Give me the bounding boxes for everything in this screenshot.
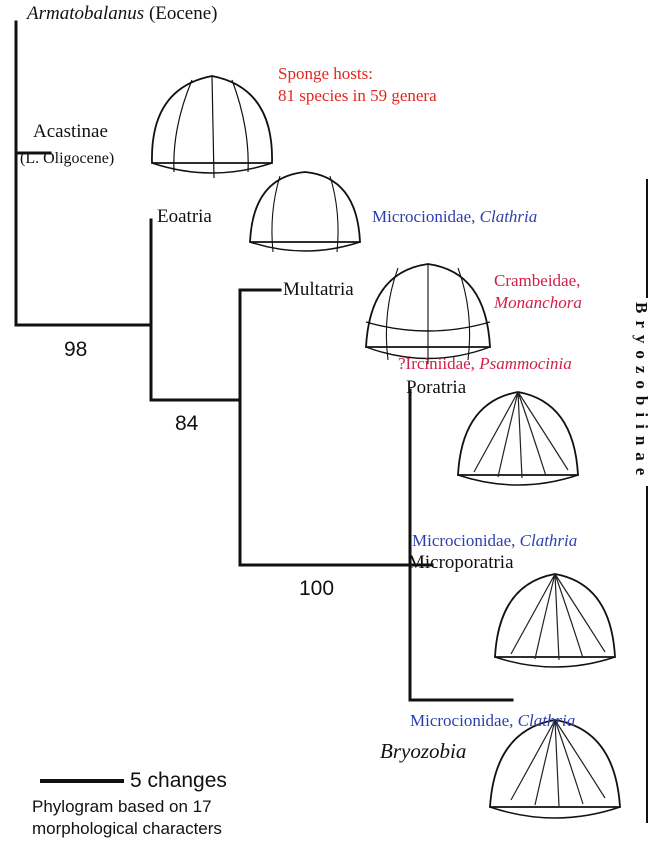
host-poratria-family: ?Irciniidae,: [398, 354, 475, 373]
host-poratria: ?Irciniidae, Psammocinia: [398, 355, 572, 374]
host-microporatria-family: Microcionidae,: [412, 531, 515, 550]
barnacle-shell-drawing-multatria: [366, 264, 490, 364]
barnacle-shell-drawing-bryozobia: [490, 720, 620, 818]
taxon-acastinae-age: (L. Oligocene): [20, 150, 114, 168]
taxon-microporatria: Microporatria: [408, 553, 514, 574]
host-eoatria-genus: Clathria: [480, 207, 538, 226]
taxon-armatobalanus-age: (Eocene): [149, 3, 218, 24]
barnacle-shell-drawing-acastinae: [152, 76, 272, 178]
taxon-multatria: Multatria: [283, 280, 354, 301]
host-eoatria-family: Microcionidae,: [372, 207, 475, 226]
host-multatria-family: Crambeidae,: [494, 272, 580, 291]
taxon-poratria: Poratria: [406, 378, 466, 399]
barnacle-shell-drawing-microporatria: [495, 574, 615, 667]
caption-line2: morphological characters: [32, 820, 222, 839]
barnacle-shell-drawing-eoatria: [250, 172, 360, 252]
host-poratria-genus: Psammocinia: [479, 354, 572, 373]
host-summary-line1: Sponge hosts:: [278, 65, 373, 84]
host-summary-line2: 81 species in 59 genera: [278, 87, 437, 106]
host-eoatria: Microcionidae, Clathria: [372, 208, 537, 227]
support-value-100: 100: [299, 577, 334, 600]
scale-bar-label: 5 changes: [130, 769, 227, 792]
support-value-84: 84: [175, 412, 198, 435]
taxon-bryozobia: Bryozobia: [380, 740, 466, 763]
host-multatria-genus: Monanchora: [494, 294, 582, 313]
support-value-98: 98: [64, 338, 87, 361]
taxon-armatobalanus: Armatobalanus (Eocene): [27, 4, 218, 25]
caption-line1: Phylogram based on 17: [32, 798, 212, 817]
taxon-armatobalanus-name: Armatobalanus: [27, 3, 144, 24]
host-bryozobia: Microcionidae, Clathria: [410, 712, 575, 731]
taxon-acastinae: Acastinae: [33, 122, 108, 143]
host-microporatria: Microcionidae, Clathria: [412, 532, 577, 551]
host-bryozobia-family: Microcionidae,: [410, 711, 513, 730]
host-microporatria-genus: Clathria: [520, 531, 578, 550]
clade-label-bryozobiinae: Bryozobiinae: [631, 298, 651, 486]
host-bryozobia-genus: Clathria: [518, 711, 576, 730]
taxon-eoatria: Eoatria: [157, 207, 212, 228]
barnacle-shell-drawing-poratria: [458, 392, 578, 485]
